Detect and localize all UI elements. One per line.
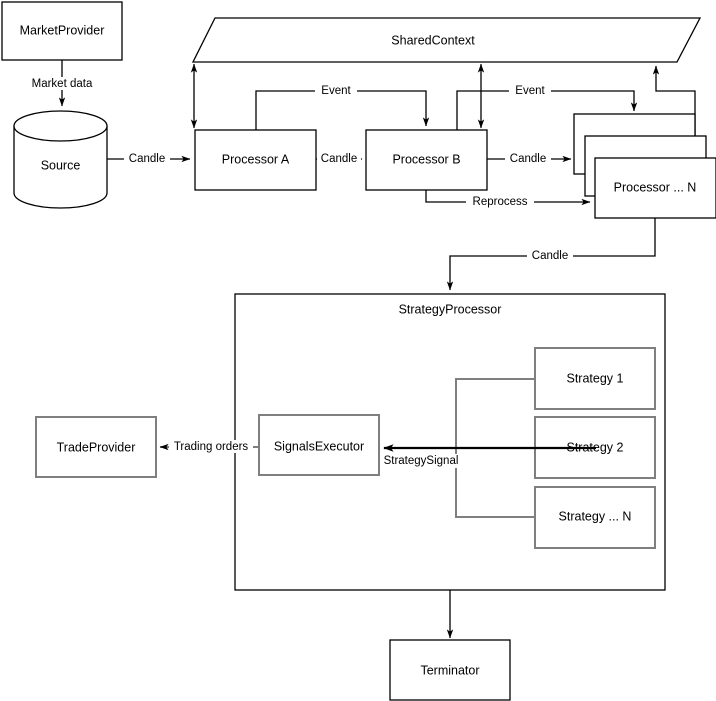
trade-provider-label: TradeProvider: [57, 440, 136, 454]
reprocess-label: Reprocess: [473, 196, 528, 208]
candle-source-a-label: Candle: [129, 153, 165, 165]
node-source[interactable]: Source: [13, 110, 108, 209]
node-market-provider[interactable]: MarketProvider: [1, 1, 123, 61]
strategy-signal-label: StrategySignal: [384, 455, 459, 467]
candle-b-n-label-bg: [505, 152, 551, 165]
edge-market-data: Market data: [27, 60, 97, 107]
strategy-processor-label: StrategyProcessor: [399, 302, 502, 316]
node-signals-executor[interactable]: SignalsExecutor: [258, 414, 380, 476]
candle-a-b-label-bg: [317, 152, 361, 165]
edge-candle-n-strategy: Candle: [446, 218, 656, 291]
market-provider-shape: [1, 1, 123, 61]
processor-b-label: Processor B: [392, 152, 460, 166]
event-a-label-bg: [315, 84, 357, 97]
processor-a-label: Processor A: [222, 152, 290, 166]
signals-executor-label: SignalsExecutor: [274, 439, 364, 453]
processor-b-shape: [365, 129, 488, 191]
candle-b-n-label: Candle: [510, 153, 546, 165]
candle-source-a-label-bg: [124, 152, 170, 165]
signals-executor-shape: [258, 414, 380, 476]
edge-candle-a-b: Candle: [316, 152, 363, 165]
source-body: [13, 126, 108, 209]
shared-context-shape: [191, 17, 702, 63]
strategy-1-shape: [534, 347, 656, 410]
node-processor-a[interactable]: Processor A: [194, 129, 317, 191]
node-trade-provider[interactable]: TradeProvider: [35, 416, 157, 478]
trading-orders-label-bg: [169, 440, 253, 453]
reprocess-line: [425, 190, 591, 206]
market-data-label: Market data: [32, 78, 93, 90]
event-b-label: Event: [515, 85, 545, 97]
node-strategy-1[interactable]: Strategy 1: [534, 347, 656, 410]
edge-candle-source-a: Candle: [107, 152, 191, 165]
edge-event-b: Event: [456, 84, 638, 130]
terminator-label: Terminator: [420, 663, 479, 677]
trade-provider-shape: [35, 416, 157, 478]
edge-trading-orders: Trading orders: [159, 440, 258, 453]
trading-orders-label: Trading orders: [174, 441, 249, 453]
strategy-n-shape: [534, 486, 656, 549]
edge-reprocess: Reprocess: [425, 190, 591, 208]
processor-n-shape-front: [594, 157, 716, 219]
node-terminator[interactable]: Terminator: [389, 639, 511, 701]
strategy-signal-label-bg: [382, 454, 462, 468]
source-label: Source: [41, 158, 81, 172]
market-data-label-bg: [27, 77, 97, 90]
node-processor-b[interactable]: Processor B: [365, 129, 488, 191]
strategy-n-label: Strategy ... N: [559, 509, 632, 523]
candle-a-b-label: Candle: [321, 153, 357, 165]
reprocess-label-bg: [466, 195, 534, 208]
event-b-label-bg: [509, 84, 551, 97]
terminator-shape: [389, 639, 511, 701]
candle-n-strategy-label-bg: [527, 249, 573, 262]
processor-a-shape: [194, 129, 317, 191]
market-provider-label: MarketProvider: [20, 23, 105, 37]
node-strategy-n[interactable]: Strategy ... N: [534, 486, 656, 549]
node-shared-context[interactable]: SharedContext: [191, 17, 702, 63]
source-top-ellipse: [13, 110, 108, 142]
edge-processor-n-shared-context: [652, 65, 696, 113]
node-processor-n[interactable]: Processor ... N: [573, 113, 716, 219]
edge-event-a: Event: [255, 84, 430, 130]
candle-n-strategy-label: Candle: [532, 250, 568, 262]
processor-n-label: Processor ... N: [614, 180, 697, 194]
event-a-label: Event: [321, 85, 351, 97]
strategy-1-label: Strategy 1: [567, 371, 624, 385]
edge-candle-b-n: Candle: [487, 152, 572, 165]
edge-strategy-signal: StrategySignal: [382, 444, 596, 468]
shared-context-label: SharedContext: [391, 33, 475, 47]
